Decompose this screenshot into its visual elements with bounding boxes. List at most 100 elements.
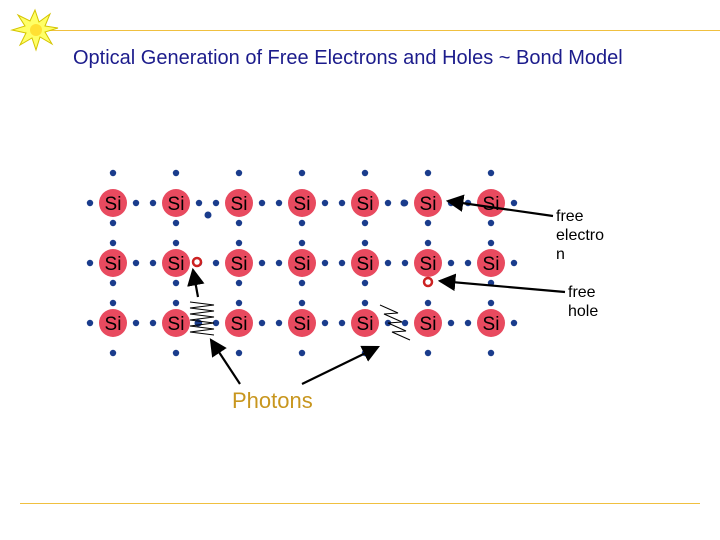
- bond-electron: [401, 319, 409, 327]
- si-atom-label: Si: [231, 314, 248, 335]
- si-atom: [225, 249, 253, 277]
- bond-electron: [401, 259, 409, 267]
- si-atom: [477, 249, 505, 277]
- arrow-icon: [187, 194, 566, 385]
- slide-title: Optical Generation of Free Electrons and…: [73, 47, 623, 69]
- bond-electron: [149, 259, 157, 267]
- si-atom-label: Si: [105, 314, 122, 335]
- si-atom-label: Si: [483, 254, 500, 275]
- bond-electron: [464, 259, 472, 267]
- si-atom-label: Si: [231, 194, 248, 215]
- bond-electron: [132, 199, 140, 207]
- si-atom: [351, 189, 379, 217]
- bond-electron: [510, 199, 518, 207]
- bond-electron: [424, 299, 432, 307]
- bond-electron: [235, 239, 243, 247]
- bond-electron: [212, 319, 220, 327]
- bond-electron: [172, 169, 180, 177]
- bond-electron: [384, 259, 392, 267]
- bond-electron: [109, 299, 117, 307]
- si-atom-label: Si: [357, 254, 374, 275]
- si-atom-label: Si: [105, 194, 122, 215]
- bond-electron: [338, 259, 346, 267]
- si-atom: [414, 309, 442, 337]
- bond-electron: [298, 349, 306, 357]
- bond-electron: [172, 299, 180, 307]
- bond-electron: [109, 279, 117, 287]
- bond-electron: [447, 319, 455, 327]
- bond-electron: [321, 319, 329, 327]
- bond-electron: [298, 279, 306, 287]
- bond-electron: [424, 349, 432, 357]
- bond-electron: [361, 219, 369, 227]
- hole: [422, 276, 434, 288]
- si-atom-label: Si: [357, 194, 374, 215]
- si-atom: [288, 309, 316, 337]
- bond-electron: [447, 259, 455, 267]
- bond-electron: [298, 239, 306, 247]
- bond-electron: [424, 239, 432, 247]
- si-atom: [99, 189, 127, 217]
- photon-wave-icon: [189, 301, 411, 341]
- si-atom-label: Si: [231, 254, 248, 275]
- bond-electron: [258, 259, 266, 267]
- bond-electron: [321, 259, 329, 267]
- si-atom: [162, 249, 190, 277]
- si-atom: [414, 189, 442, 217]
- bond-electron: [487, 349, 495, 357]
- si-atom-label: Si: [105, 254, 122, 275]
- bond-electron: [424, 219, 432, 227]
- bond-electron: [510, 319, 518, 327]
- bond-electron: [235, 279, 243, 287]
- bond-electron: [172, 219, 180, 227]
- si-atom-label: Si: [357, 314, 374, 335]
- si-atom-label: Si: [483, 194, 500, 215]
- bond-electron: [109, 219, 117, 227]
- si-atom-label: Si: [420, 314, 437, 335]
- si-atom: [477, 309, 505, 337]
- si-atom: [414, 249, 442, 277]
- si-atom-label: Si: [168, 194, 185, 215]
- free-hole-label: free hole: [568, 284, 599, 320]
- si-atom: [99, 249, 127, 277]
- bond-electron: [338, 319, 346, 327]
- bond-electron: [487, 299, 495, 307]
- si-atom-label: Si: [483, 314, 500, 335]
- bottom-rule: [20, 503, 700, 504]
- bond-electron: [149, 199, 157, 207]
- si-atom: [288, 249, 316, 277]
- si-atom: [351, 309, 379, 337]
- photons-label: Photons: [232, 388, 313, 413]
- bond-electron: [275, 259, 283, 267]
- hole: [191, 256, 203, 268]
- si-atom: [99, 309, 127, 337]
- si-atom: [477, 189, 505, 217]
- bond-electron: [195, 199, 203, 207]
- top-rule: [40, 30, 720, 31]
- bond-electron: [361, 279, 369, 287]
- si-atom-label: Si: [294, 194, 311, 215]
- free-electron: [204, 211, 212, 219]
- free-electron: [400, 199, 408, 207]
- si-atom-label: Si: [294, 254, 311, 275]
- bond-electron: [361, 299, 369, 307]
- si-atom-label: Si: [420, 254, 437, 275]
- si-atom-label: Si: [168, 314, 185, 335]
- bond-electron: [487, 239, 495, 247]
- si-atom: [351, 249, 379, 277]
- bond-electron: [172, 349, 180, 357]
- bond-electron: [298, 299, 306, 307]
- bond-electron: [235, 169, 243, 177]
- bond-electron: [338, 199, 346, 207]
- bond-electron: [109, 349, 117, 357]
- bond-electron: [487, 169, 495, 177]
- bond-electron: [321, 199, 329, 207]
- si-atom-label: Si: [420, 194, 437, 215]
- bond-electron: [86, 259, 94, 267]
- bond-electron: [464, 319, 472, 327]
- bond-electron: [235, 349, 243, 357]
- bond-electron: [275, 319, 283, 327]
- bond-electron: [235, 299, 243, 307]
